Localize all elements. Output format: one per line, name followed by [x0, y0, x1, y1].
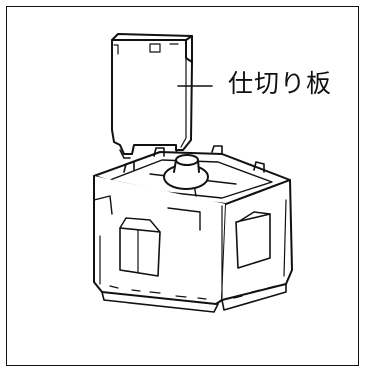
illustration — [93, 33, 293, 313]
container-box — [93, 145, 293, 313]
partition-plate-label: 仕切り板 — [228, 69, 333, 98]
partition-plate — [111, 33, 193, 159]
